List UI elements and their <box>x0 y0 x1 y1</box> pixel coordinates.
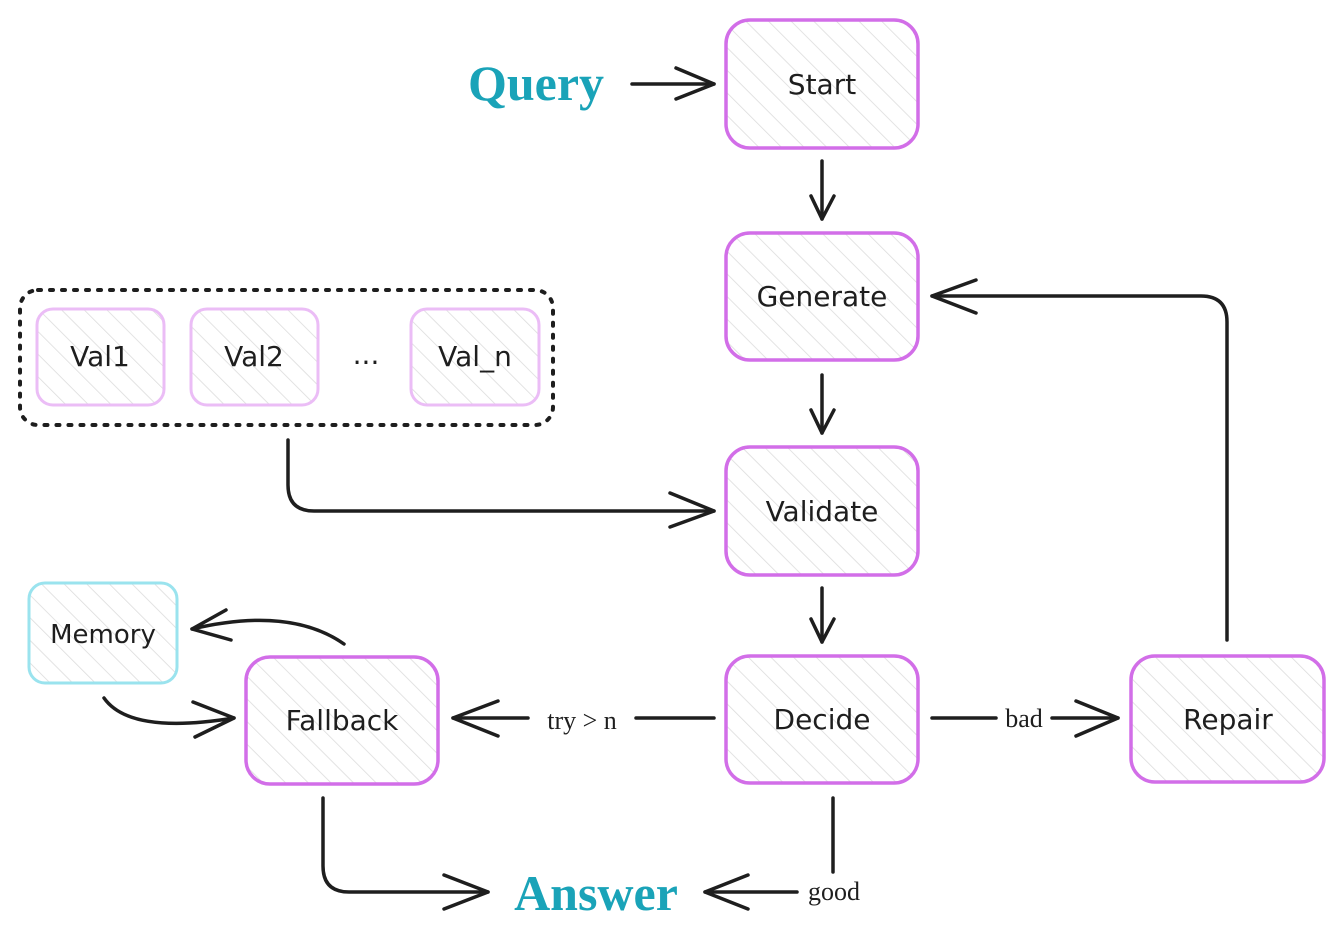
edge-generate-to-validate <box>809 373 836 435</box>
edge-fallback-to-answer <box>321 796 490 911</box>
node-start: Start <box>724 18 920 150</box>
validator-valn: Val_n <box>409 307 541 407</box>
edge-label-bad: bad <box>1005 704 1043 733</box>
edge-repair-to-generate <box>930 278 1229 642</box>
validators-group <box>18 288 555 427</box>
validator-val2: Val2 <box>189 307 320 407</box>
node-validate: Validate <box>724 445 920 577</box>
validator-val1: Val1 <box>35 307 166 407</box>
node-decide: Decide <box>724 654 920 785</box>
edge-validators-to-validate <box>286 438 716 529</box>
validator-valn-label: Val_n <box>438 340 512 373</box>
query-label: Query <box>468 55 604 111</box>
node-repair: Repair <box>1129 654 1326 784</box>
edge-decide-to-repair <box>930 699 1120 738</box>
node-repair-label: Repair <box>1183 703 1273 736</box>
validator-val1-label: Val1 <box>70 340 130 373</box>
edge-label-good: good <box>808 877 860 906</box>
node-memory: Memory <box>27 581 179 685</box>
node-generate: Generate <box>724 231 920 362</box>
edge-label-try-gt-n: try > n <box>547 706 617 735</box>
node-memory-label: Memory <box>50 620 156 650</box>
validator-val2-label: Val2 <box>224 340 284 373</box>
validator-ellipsis-label: ... <box>353 338 380 371</box>
node-generate-label: Generate <box>757 280 888 313</box>
answer-label: Answer <box>514 865 678 921</box>
node-decide-label: Decide <box>774 703 871 736</box>
edge-fallback-to-memory <box>190 608 346 646</box>
edge-decide-to-fallback <box>451 699 716 738</box>
edge-decide-to-answer <box>703 796 835 911</box>
edge-start-to-generate <box>809 159 836 221</box>
validator-ellipsis: ... <box>353 338 380 371</box>
node-fallback: Fallback <box>244 655 440 786</box>
edge-query-to-start <box>630 66 716 101</box>
edge-validate-to-decide <box>809 586 836 644</box>
node-fallback-label: Fallback <box>286 704 400 737</box>
node-start-label: Start <box>788 68 856 101</box>
edge-memory-to-fallback <box>102 696 236 739</box>
node-validate-label: Validate <box>766 495 879 528</box>
